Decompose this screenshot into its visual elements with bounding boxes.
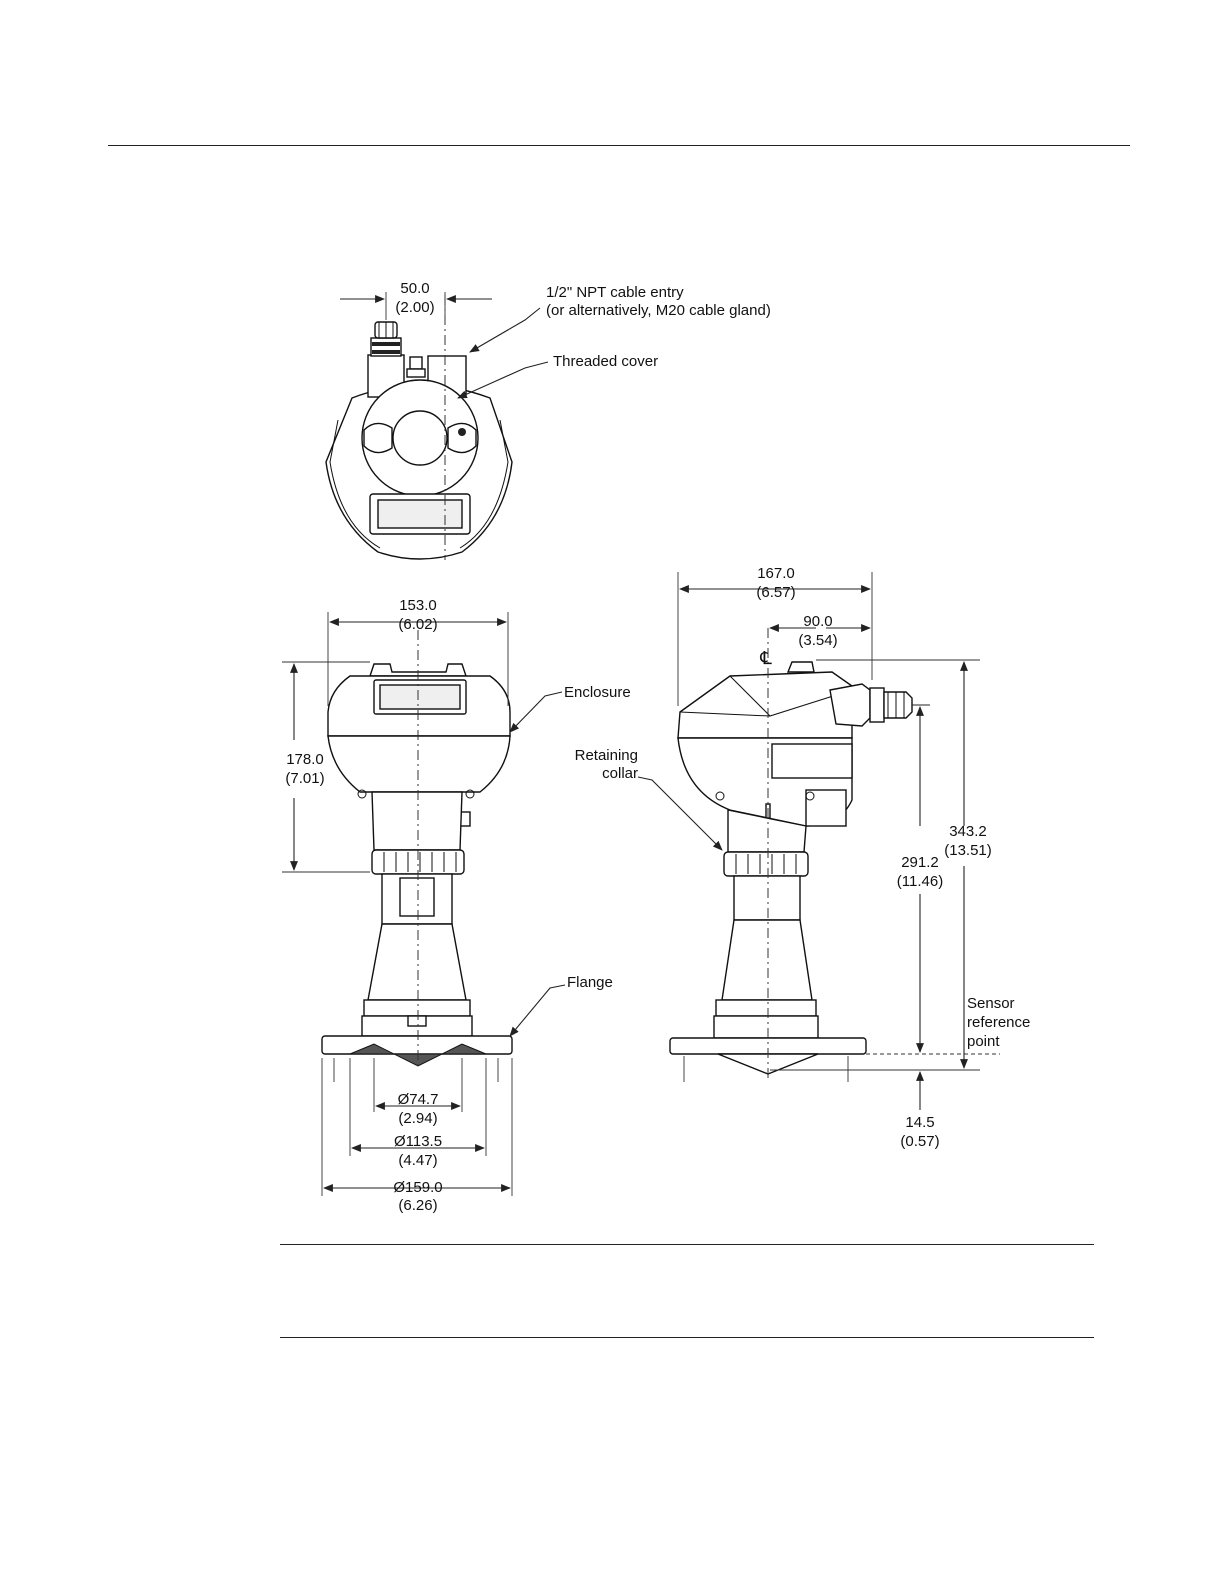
dim-flange-dia-in: (6.26) [398,1197,437,1214]
label-threaded-cover: Threaded cover [553,353,658,370]
dim-side-offset-mm: 90.0 [803,613,832,630]
dim-front-width-in: (6.02) [398,616,437,633]
dim-side-width-in: (6.57) [756,584,795,601]
label-collar: collar [602,765,638,782]
centerline-symbol: ℄ [759,648,772,668]
dim-front-height-mm: 178.0 [286,751,324,768]
dim-ref-height-in: (11.46) [897,873,943,890]
top-view [326,292,548,560]
dim-bolt-dia-mm: Ø113.5 [394,1133,442,1150]
dim-top-width-mm: 50.0 [400,280,429,297]
dim-front-width-mm: 153.0 [399,597,437,614]
dim-horn-dia-mm: Ø74.7 [398,1091,439,1108]
label-sensor: Sensor [967,995,1015,1012]
label-cable-entry-alt: (or alternatively, M20 cable gland) [546,302,771,319]
dim-bolt-dia-in: (4.47) [398,1152,437,1169]
dim-ref-height-mm: 291.2 [901,854,939,871]
dim-total-height-mm: 343.2 [949,823,987,840]
side-view [638,572,1000,1110]
front-view [282,612,565,1196]
label-cable-entry: 1/2" NPT cable entry [546,284,684,301]
label-reference: reference [967,1014,1030,1031]
label-enclosure: Enclosure [564,684,631,701]
dim-side-width-mm: 167.0 [757,565,795,582]
dim-flange-dia-mm: Ø159.0 [393,1179,442,1196]
dim-horn-dia-in: (2.94) [398,1110,437,1127]
label-point: point [967,1033,1000,1050]
dim-tip-height-in: (0.57) [900,1133,939,1150]
label-flange: Flange [567,974,613,991]
label-retaining: Retaining [575,747,638,764]
dim-front-height-in: (7.01) [285,770,324,787]
dim-top-width-in: (2.00) [395,299,434,316]
dim-side-offset-in: (3.54) [798,632,837,649]
dim-total-height-in: (13.51) [944,842,992,859]
dim-tip-height-mm: 14.5 [905,1114,934,1131]
